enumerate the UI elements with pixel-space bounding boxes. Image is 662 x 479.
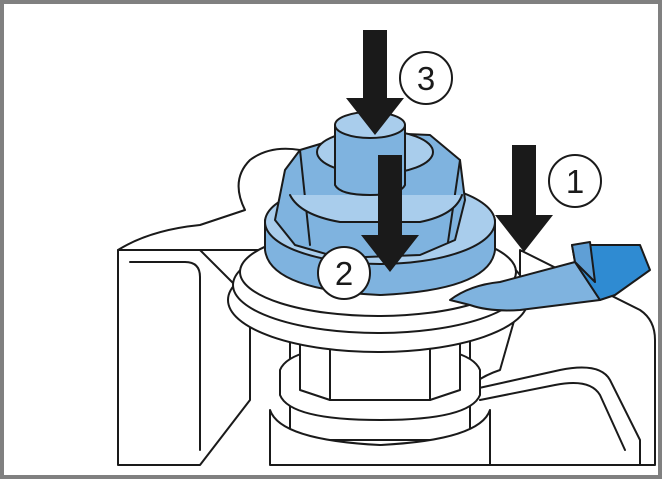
callout-2-label: 2 xyxy=(335,255,353,292)
callout-1-label: 1 xyxy=(566,163,584,200)
callout-3: 3 xyxy=(400,52,452,104)
callout-1: 1 xyxy=(549,155,601,207)
callout-3-label: 3 xyxy=(417,60,435,97)
callout-2: 2 xyxy=(318,247,370,299)
